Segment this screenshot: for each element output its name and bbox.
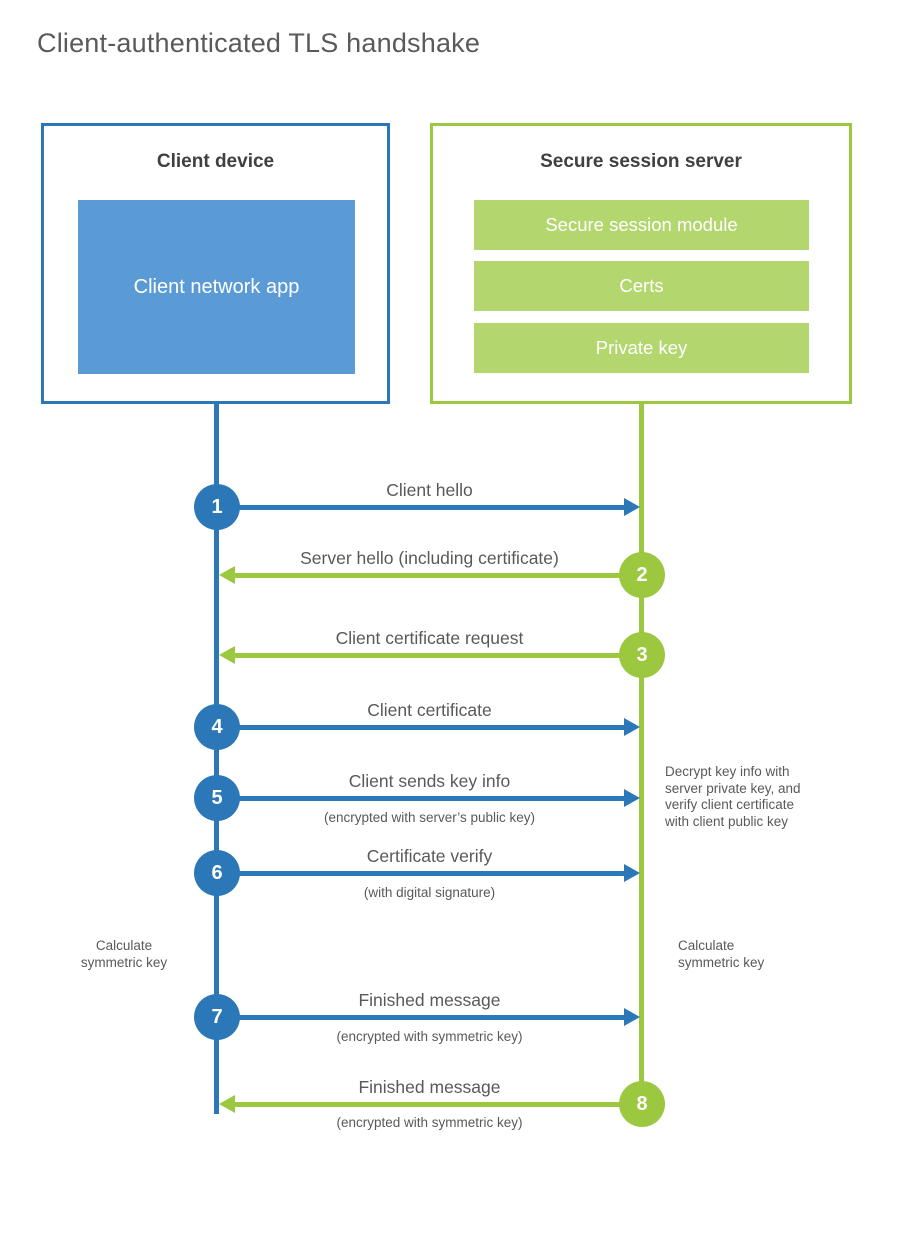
arrow-finished-message-server (219, 1095, 640, 1113)
step-circle-7: 7 (194, 994, 240, 1040)
arrow-head-right-icon (624, 718, 640, 736)
server-lifeline (639, 404, 644, 1109)
step-number: 6 (211, 861, 223, 884)
arrow-head-right-icon (624, 789, 640, 807)
message-label-finished-message-client: Finished message (358, 990, 501, 1010)
arrow-head-left-icon (219, 1095, 235, 1113)
arrow-line (219, 504, 627, 510)
arrow-line (219, 795, 627, 801)
arrow-line (219, 724, 627, 730)
message-label-client-sends-key-info: Client sends key info (348, 771, 511, 791)
message-label-certificate-verify: Certificate verify (366, 846, 493, 866)
note-calculate-symmetric-key-server: Calculate symmetric key (678, 938, 765, 970)
client-network-app-label: Client network app (133, 275, 300, 298)
secure-session-module-box: Secure session module (474, 200, 809, 250)
step-circle-2: 2 (619, 552, 665, 598)
client-lifeline (214, 404, 219, 1114)
arrow-line (232, 572, 640, 578)
page-title: Client-authenticated TLS handshake (37, 28, 481, 58)
step-number: 7 (211, 1005, 223, 1028)
arrow-head-right-icon (624, 498, 640, 516)
step-number: 1 (211, 495, 223, 518)
message-sublabel-encrypted-server-public-key: (encrypted with server’s public key) (323, 810, 536, 825)
arrow-certificate-verify (219, 864, 640, 882)
step-number: 8 (636, 1092, 648, 1115)
step-number: 5 (211, 786, 223, 809)
message-label-server-hello: Server hello (including certificate) (300, 548, 559, 568)
message-sublabel-encrypted-symmetric-key-server: (encrypted with symmetric key) (336, 1115, 523, 1130)
step-circle-3: 3 (619, 632, 665, 678)
secure-session-server-title: Secure session server (540, 151, 742, 172)
step-circle-6: 6 (194, 850, 240, 896)
arrow-head-left-icon (219, 566, 235, 584)
message-label-finished-message-server: Finished message (358, 1077, 501, 1097)
certs-box: Certs (474, 261, 809, 311)
private-key-box: Private key (474, 323, 809, 373)
arrow-head-right-icon (624, 1008, 640, 1026)
step-circle-5: 5 (194, 775, 240, 821)
message-sublabel-encrypted-symmetric-key-client: (encrypted with symmetric key) (336, 1029, 523, 1044)
arrow-line (232, 652, 640, 658)
arrow-client-certificate-request (219, 646, 640, 664)
secure-session-server-box: Secure session server Secure session mod… (430, 123, 852, 404)
arrow-head-left-icon (219, 646, 235, 664)
arrow-finished-message-client (219, 1008, 640, 1026)
note-calculate-symmetric-key-client: Calculate symmetric key (80, 938, 168, 970)
note-decrypt-key-info: Decrypt key info with server private key… (665, 764, 801, 829)
client-device-title: Client device (156, 151, 275, 172)
arrow-server-hello (219, 566, 640, 584)
arrow-client-hello (219, 498, 640, 516)
message-sublabel-digital-signature: (with digital signature) (363, 885, 496, 900)
step-circle-1: 1 (194, 484, 240, 530)
step-circle-8: 8 (619, 1081, 665, 1127)
arrow-client-certificate (219, 718, 640, 736)
client-device-box: Client device Client network app (41, 123, 390, 404)
arrow-line (232, 1101, 640, 1107)
client-network-app-box: Client network app (78, 200, 355, 374)
step-number: 3 (636, 643, 648, 666)
arrow-line (219, 870, 627, 876)
message-label-client-certificate: Client certificate (367, 700, 492, 720)
step-number: 4 (211, 715, 223, 738)
step-circle-4: 4 (194, 704, 240, 750)
step-number: 2 (636, 563, 648, 586)
message-label-client-certificate-request: Client certificate request (335, 628, 524, 648)
message-label-client-hello: Client hello (386, 480, 473, 500)
arrow-line (219, 1014, 627, 1020)
arrow-head-right-icon (624, 864, 640, 882)
arrow-client-sends-key-info (219, 789, 640, 807)
